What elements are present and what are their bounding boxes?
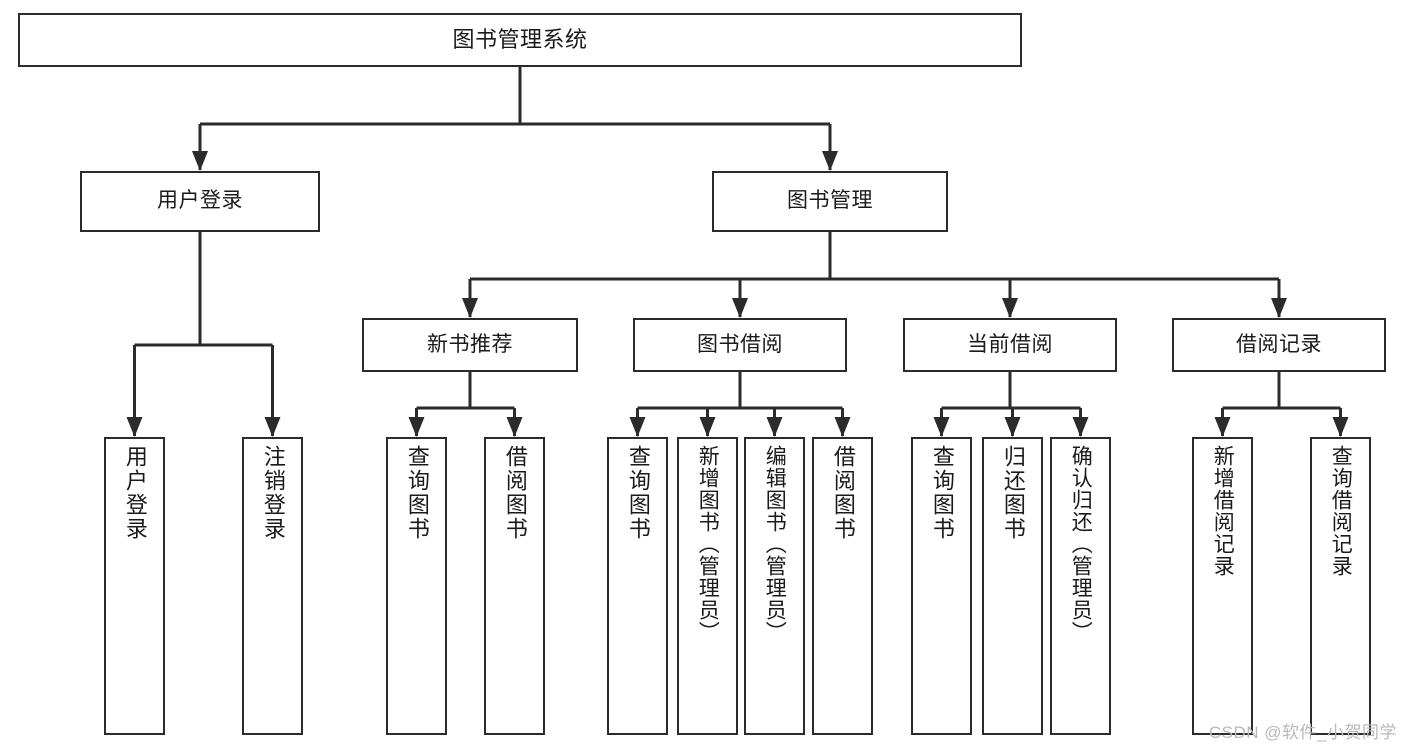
node-leaf-1[interactable]: 用户登录 [104,437,165,735]
node-label: 编辑图书（管理员） [763,445,787,643]
node-login[interactable]: 用户登录 [80,171,320,232]
node-records[interactable]: 借阅记录 [1172,318,1386,372]
node-leaf-7[interactable]: 编辑图书（管理员） [744,437,805,735]
node-leaf-11[interactable]: 确认归还（管理员） [1050,437,1111,735]
node-bookmgmt[interactable]: 图书管理 [712,171,948,232]
node-leaf-5[interactable]: 查询图书 [607,437,668,735]
node-label: 用户登录 [122,445,148,541]
node-label: 新增借阅记录 [1211,445,1235,577]
node-label: 查询借阅记录 [1329,445,1353,577]
node-borrow[interactable]: 图书借阅 [633,318,847,372]
node-current[interactable]: 当前借阅 [903,318,1117,372]
node-label: 用户登录 [157,189,243,213]
node-leaf-10[interactable]: 归还图书 [982,437,1043,735]
node-leaf-2[interactable]: 注销登录 [242,437,303,735]
node-leaf-8[interactable]: 借阅图书 [812,437,873,735]
node-label: 查询图书 [404,445,430,541]
node-label: 注销登录 [260,445,286,541]
node-leaf-3[interactable]: 查询图书 [386,437,447,735]
node-label: 归还图书 [1000,445,1026,541]
node-leaf-6[interactable]: 新增图书（管理员） [677,437,738,735]
node-label: 借阅图书 [830,445,856,541]
node-label: 新书推荐 [427,332,513,356]
node-newbook[interactable]: 新书推荐 [362,318,578,372]
node-label: 新增图书（管理员） [696,445,720,643]
node-leaf-4[interactable]: 借阅图书 [484,437,545,735]
node-label: 确认归还（管理员） [1069,445,1093,643]
node-label: 借阅记录 [1236,332,1322,356]
node-leaf-9[interactable]: 查询图书 [911,437,972,735]
watermark: CSDN @软件_小贺同学 [1208,723,1397,742]
node-label: 图书借阅 [697,332,783,356]
node-label: 借阅图书 [502,445,528,541]
node-leaf-13[interactable]: 查询借阅记录 [1310,437,1371,735]
node-label: 图书管理 [787,189,873,213]
node-root[interactable]: 图书管理系统 [18,13,1022,67]
node-label: 图书管理系统 [452,27,588,53]
node-label: 查询图书 [929,445,955,541]
node-leaf-12[interactable]: 新增借阅记录 [1192,437,1253,735]
node-label: 当前借阅 [967,332,1053,356]
node-label: 查询图书 [625,445,651,541]
